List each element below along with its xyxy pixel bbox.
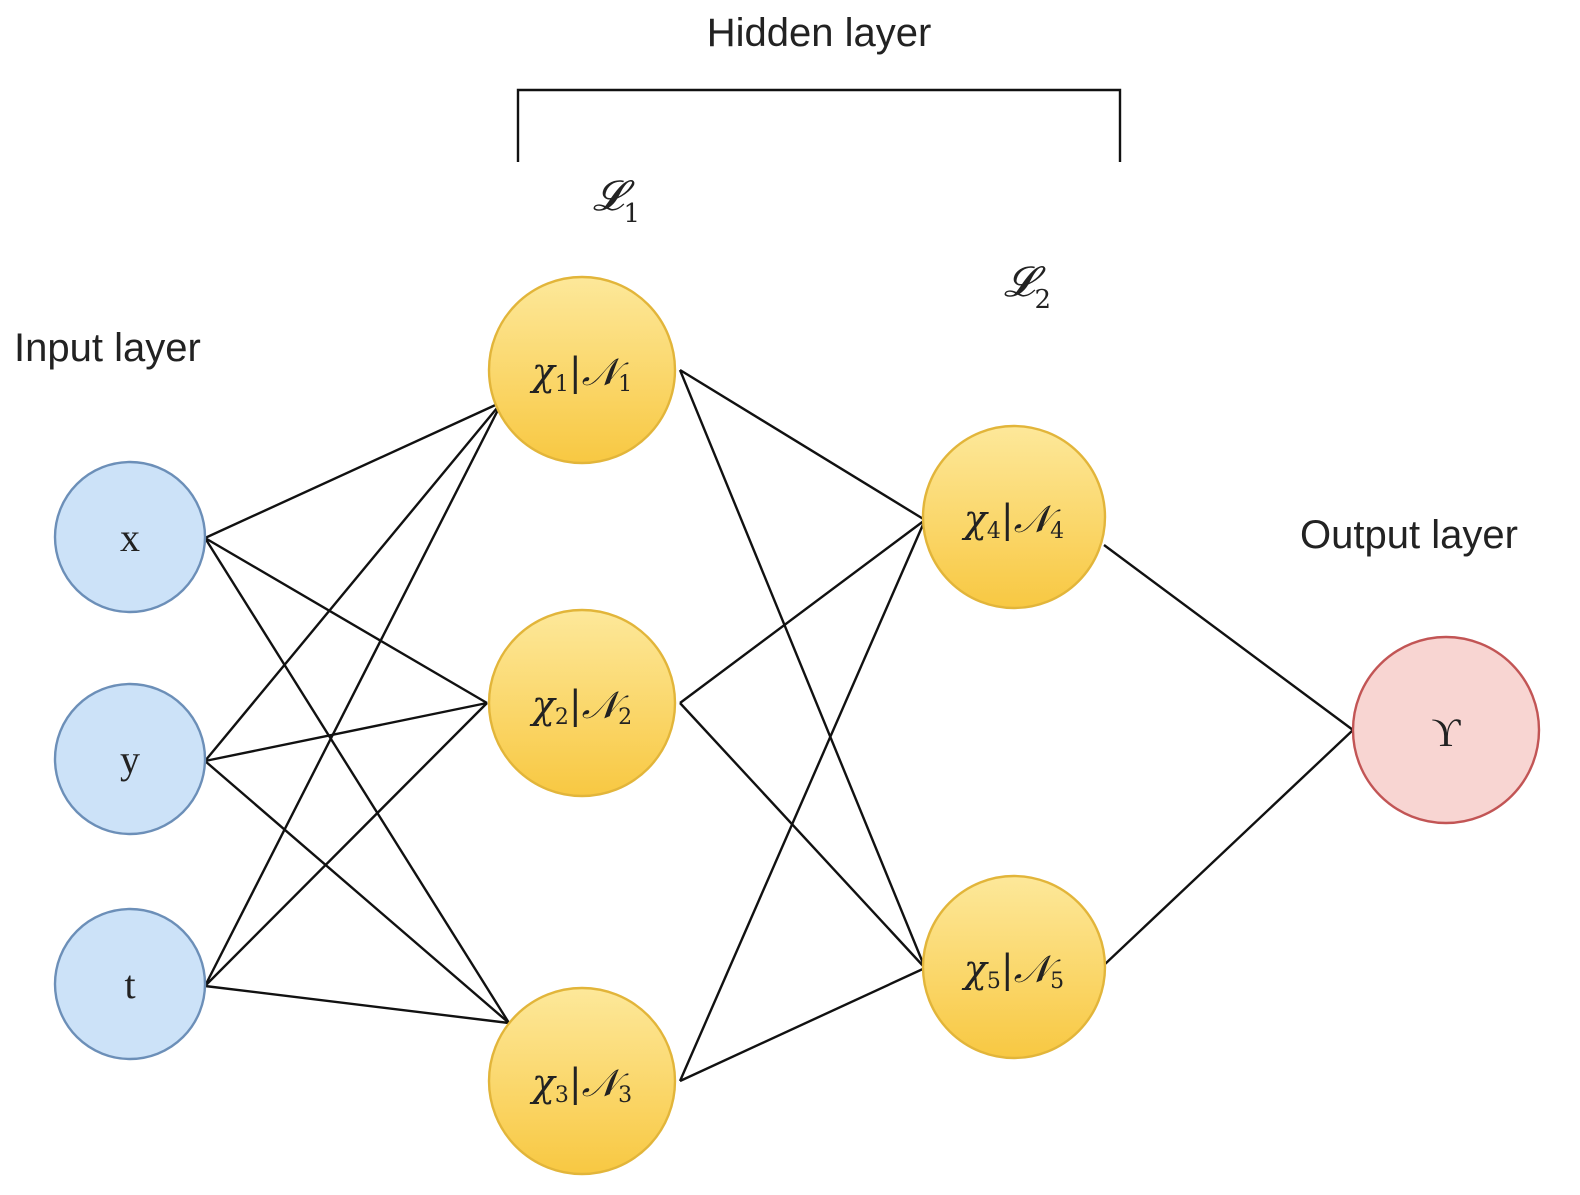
hidden-node-label: χ1|𝒩1: [529, 350, 632, 397]
l2-label: 𝓛2: [1004, 257, 1051, 315]
hidden-node-1: χ1|𝒩1: [487, 275, 677, 465]
edge-h4-out: [1103, 544, 1354, 731]
input-node-label: y: [120, 737, 140, 782]
edges: [203, 368, 1354, 1083]
hidden-node-3: χ3|𝒩3: [487, 986, 677, 1176]
output-node: ϒ: [1351, 635, 1541, 825]
input-node-circle: [53, 682, 207, 836]
hidden-node-5: χ5|𝒩5: [921, 874, 1107, 1060]
edge-h2-h5: [679, 702, 926, 969]
hidden-node-label: χ4|𝒩4: [961, 497, 1064, 544]
edge-h1-h4: [679, 368, 926, 522]
input-node-circle: [53, 907, 207, 1061]
edge-h5-out: [1103, 729, 1354, 966]
edge-x-h2: [204, 536, 488, 705]
input-node-label: t: [124, 962, 135, 1007]
hidden-node-circle: [487, 986, 677, 1176]
edge-t-h3: [204, 984, 510, 1025]
hidden-node-4: χ4|𝒩4: [921, 424, 1107, 610]
hidden-node-circle: [921, 424, 1107, 610]
hidden-node-label: χ2|𝒩2: [529, 683, 632, 730]
input-node-circle: [53, 460, 207, 614]
edge-y-h2: [204, 701, 488, 763]
edge-h1-h5: [678, 369, 927, 969]
hidden-node-circle: [487, 608, 677, 798]
hidden-node-label: χ5|𝒩5: [961, 947, 1064, 994]
output-node-label: ϒ: [1432, 710, 1462, 755]
hidden-node-label: χ3|𝒩3: [529, 1061, 632, 1108]
input-node-y: y: [53, 682, 207, 836]
input-node-t: t: [53, 907, 207, 1061]
edge-y-h3: [204, 760, 510, 1024]
edge-h2-h4: [679, 519, 926, 704]
edge-x-h3: [203, 537, 511, 1024]
input-node-x: x: [53, 460, 207, 614]
edge-y-h1: [204, 401, 503, 762]
output-layer-title: Output layer: [1300, 513, 1518, 557]
hidden-layer-bracket: [516, 88, 1122, 162]
edge-h3-h5: [679, 966, 926, 1083]
hidden-layer-title: Hidden layer: [707, 11, 932, 55]
l1-label: 𝓛1: [593, 171, 640, 229]
hidden-node-circle: [921, 874, 1107, 1060]
edge-t-h1: [203, 401, 504, 987]
input-layer-title: Input layer: [14, 326, 201, 370]
edge-x-h1: [204, 400, 503, 540]
edge-h3-h4: [678, 519, 927, 1082]
input-node-label: x: [120, 515, 140, 560]
edge-t-h2: [204, 702, 488, 987]
output-node-circle: [1351, 635, 1541, 825]
hidden-node-2: χ2|𝒩2: [487, 608, 677, 798]
hidden-node-circle: [487, 275, 677, 465]
